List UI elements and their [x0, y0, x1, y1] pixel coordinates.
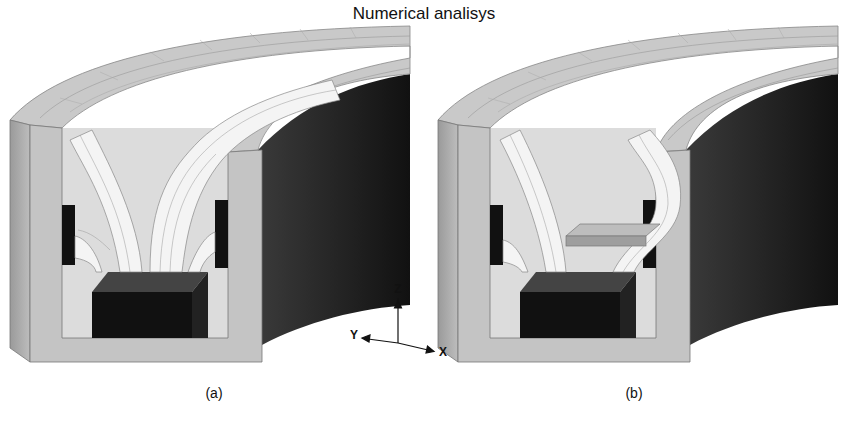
axis-label: X	[439, 346, 447, 359]
figure-b	[438, 26, 838, 362]
panel-label: (a)	[205, 386, 222, 401]
figure-title: Numerical analisys	[353, 5, 496, 24]
axis-label: Z	[394, 283, 401, 296]
axis-label: Y	[350, 329, 358, 342]
figure-a	[10, 26, 410, 362]
panel-label: (b)	[625, 386, 642, 401]
axis-triad	[362, 300, 434, 353]
